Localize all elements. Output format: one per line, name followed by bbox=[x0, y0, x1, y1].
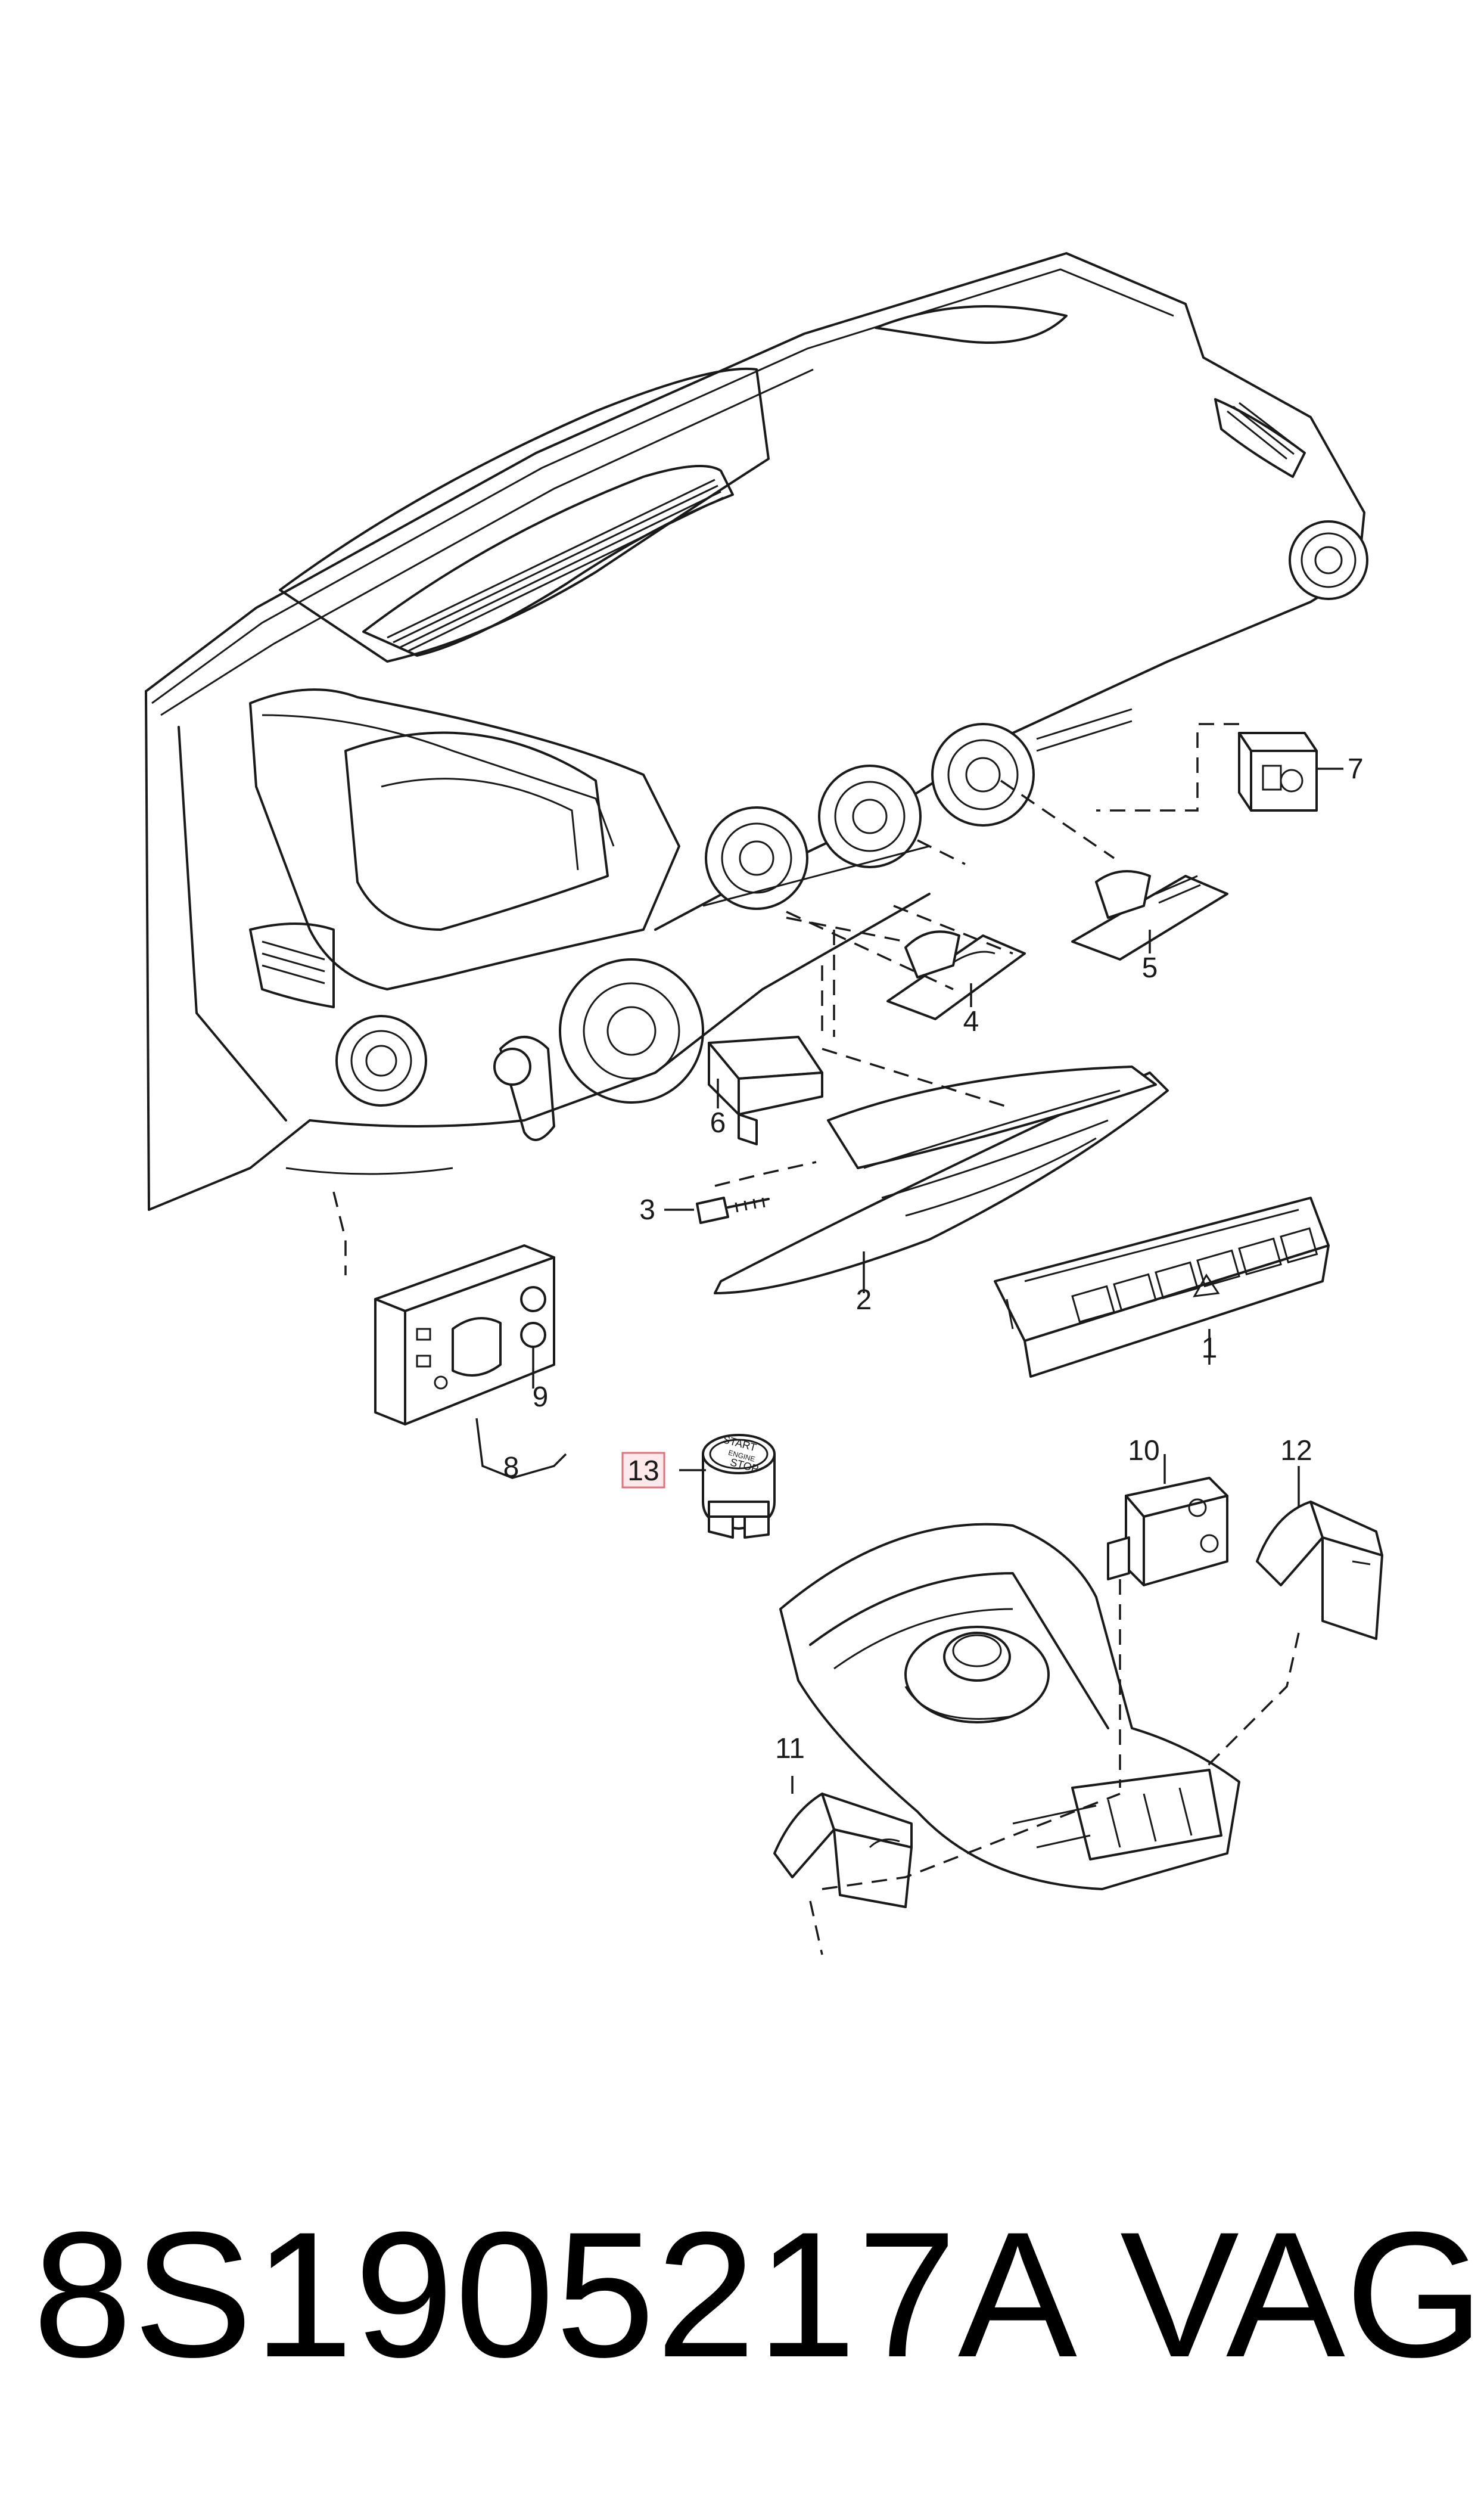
callout-10: 10 bbox=[1128, 1435, 1159, 1467]
callout-13-highlight bbox=[621, 1452, 665, 1489]
callout-leaders bbox=[532, 768, 1343, 1794]
callout-11: 11 bbox=[775, 1733, 805, 1765]
part-1-switch-module bbox=[994, 1197, 1330, 1378]
part-3-screw bbox=[696, 1197, 770, 1224]
callout-6: 6 bbox=[710, 1107, 726, 1139]
callout-labels: 1 2 3 4 5 6 7 8 9 10 11 12 13 bbox=[503, 753, 1364, 1765]
callout-13: 13 bbox=[627, 1455, 659, 1487]
callout-3: 3 bbox=[639, 1194, 655, 1226]
callout-1: 1 bbox=[1202, 1333, 1218, 1364]
callout-12: 12 bbox=[1280, 1435, 1312, 1467]
callout-2: 2 bbox=[856, 1284, 872, 1316]
part-2-trim-panel bbox=[714, 1066, 1169, 1294]
callout-7: 7 bbox=[1348, 753, 1364, 785]
part-7-usb-unit bbox=[1238, 732, 1318, 812]
part-4-switch bbox=[886, 930, 1026, 1020]
callout-9: 9 bbox=[533, 1381, 549, 1413]
callout-8: 8 bbox=[503, 1452, 519, 1483]
part-12-switch bbox=[1256, 1501, 1383, 1640]
center-console bbox=[779, 1523, 1240, 1890]
callout-5: 5 bbox=[1142, 952, 1158, 984]
part-13-start-stop-button: START ENGINE STOP bbox=[702, 1433, 776, 1539]
callout-4: 4 bbox=[963, 1006, 979, 1038]
guide-lines bbox=[332, 723, 1300, 1955]
part-8-light-switch bbox=[374, 1244, 567, 1479]
part-11-switch bbox=[773, 1793, 913, 1908]
dashboard-assembly bbox=[145, 252, 1368, 1211]
part-6-switch bbox=[708, 1036, 823, 1145]
part-10-switch bbox=[1107, 1477, 1228, 1586]
brand-label: VAG bbox=[1120, 2194, 1484, 2394]
part-number-label: 8S1905217A bbox=[33, 2194, 1078, 2394]
part-5-switch bbox=[1071, 870, 1228, 961]
parts-diagram: START ENGINE STOP bbox=[145, 252, 1383, 1955]
